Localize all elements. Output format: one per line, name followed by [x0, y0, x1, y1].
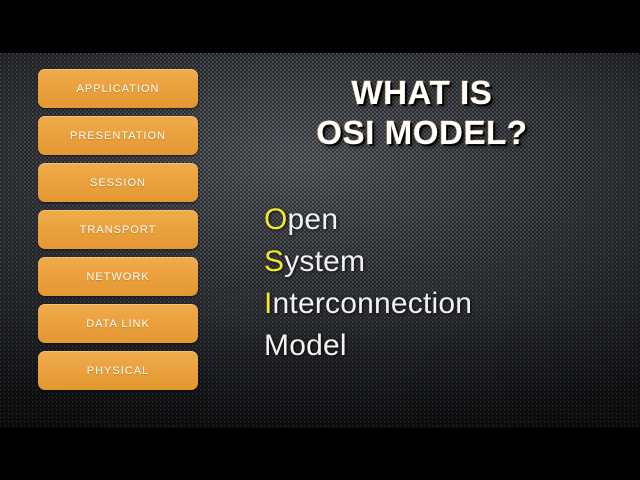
osi-layer-session[interactable]: SESSION: [38, 163, 198, 202]
osi-layer-label: PRESENTATION: [70, 129, 166, 142]
expansion-rest: Model: [264, 329, 347, 362]
expansion-line-system: System: [264, 241, 614, 283]
osi-layer-network[interactable]: NETWORK: [38, 257, 198, 296]
letterbox-bottom: [0, 428, 640, 480]
osi-layer-label: SESSION: [90, 176, 146, 189]
osi-layer-stack: APPLICATION PRESENTATION SESSION TRANSPO…: [38, 69, 198, 390]
expansion-rest: nterconnection: [272, 287, 473, 320]
right-column: WHAT IS OSI MODEL? Open System Interconn…: [252, 53, 622, 428]
osi-layer-presentation[interactable]: PRESENTATION: [38, 116, 198, 155]
osi-layer-label: PHYSICAL: [86, 364, 150, 377]
expansion-line-model: Model: [264, 325, 614, 367]
expansion-line-open: Open: [264, 199, 614, 241]
letterbox-top: [0, 0, 640, 53]
osi-layer-label: NETWORK: [86, 270, 150, 283]
osi-layer-application[interactable]: APPLICATION: [38, 69, 198, 108]
expansion-initial: I: [264, 287, 273, 320]
osi-layer-label: TRANSPORT: [79, 223, 157, 236]
osi-layer-label: APPLICATION: [76, 82, 160, 95]
expansion-rest: ystem: [284, 245, 366, 278]
osi-acronym-expansion: Open System Interconnection Model: [264, 199, 614, 367]
osi-layer-physical[interactable]: PHYSICAL: [38, 351, 198, 390]
expansion-line-interconnection: Interconnection: [264, 283, 614, 325]
slide-canvas: APPLICATION PRESENTATION SESSION TRANSPO…: [0, 53, 640, 428]
expansion-rest: pen: [287, 203, 339, 236]
expansion-initial: S: [264, 245, 285, 278]
slide-content: APPLICATION PRESENTATION SESSION TRANSPO…: [0, 53, 640, 428]
osi-layer-data-link[interactable]: DATA LINK: [38, 304, 198, 343]
slide-title: WHAT IS OSI MODEL?: [316, 73, 528, 152]
osi-layer-label: DATA LINK: [86, 317, 150, 330]
osi-layer-transport[interactable]: TRANSPORT: [38, 210, 198, 249]
expansion-initial: O: [264, 203, 288, 236]
